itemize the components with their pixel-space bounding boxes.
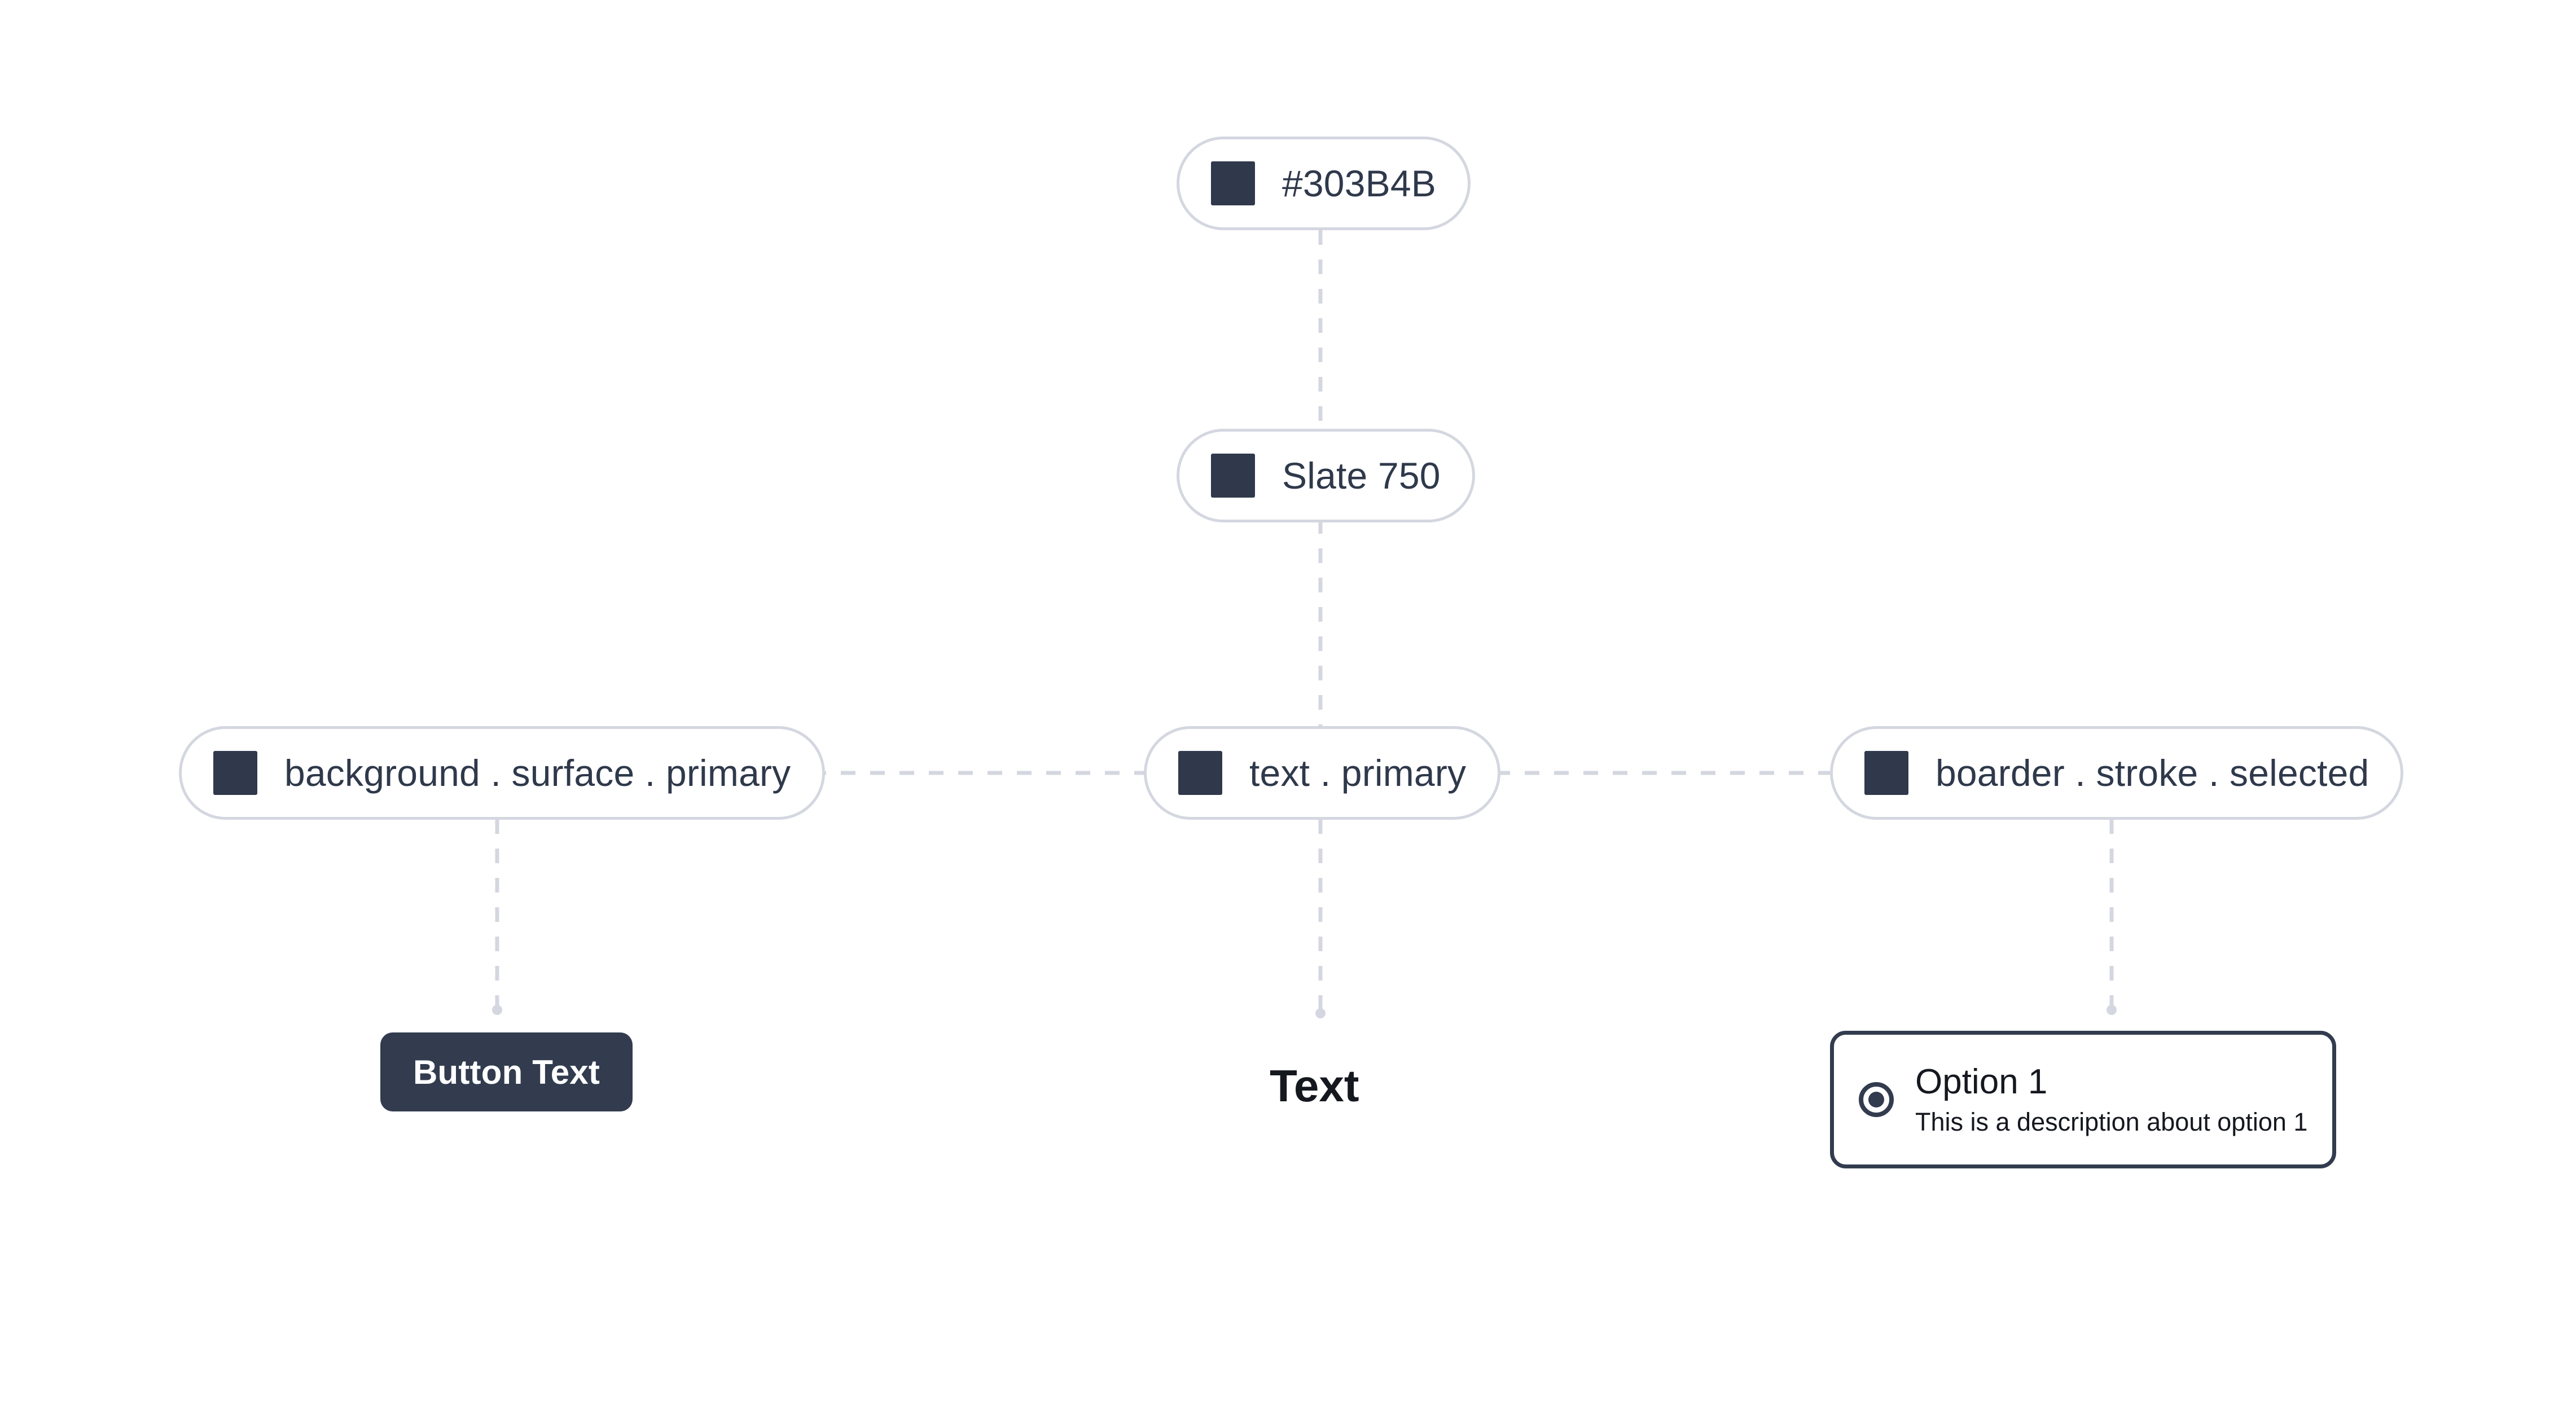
color-swatch-icon — [213, 751, 257, 795]
token-node-hex[interactable]: #303B4B — [1177, 137, 1471, 230]
radio-option-description: This is a description about option 1 — [1915, 1107, 2308, 1136]
token-node-boarder-stroke-selected[interactable]: boarder . stroke . selected — [1830, 726, 2404, 820]
sample-text-style: Text — [1270, 1061, 1359, 1111]
token-node-scale-label: Slate 750 — [1282, 455, 1441, 496]
color-swatch-icon — [1211, 454, 1255, 498]
color-swatch-icon — [1864, 751, 1908, 795]
radio-option-text-group: Option 1 This is a description about opt… — [1915, 1062, 2307, 1136]
token-node-hex-label: #303B4B — [1282, 162, 1436, 204]
sample-primary-button-label: Button Text — [413, 1053, 600, 1091]
radio-inner-dot-icon — [1868, 1092, 1884, 1107]
token-node-boarder-stroke-selected-label: boarder . stroke . selected — [1936, 752, 2369, 794]
token-node-text-primary-label: text . primary — [1249, 752, 1467, 794]
sample-radio-option-card[interactable]: Option 1 This is a description about opt… — [1830, 1031, 2337, 1168]
edge-endpoint-dot-text — [1315, 1008, 1326, 1018]
radio-option-title: Option 1 — [1915, 1062, 2048, 1102]
token-node-text-primary[interactable]: text . primary — [1144, 726, 1501, 820]
token-node-scale[interactable]: Slate 750 — [1177, 429, 1475, 522]
token-node-background-surface-primary-label: background . surface . primary — [284, 752, 791, 794]
edge-endpoint-dot-button — [492, 1005, 502, 1015]
color-swatch-icon — [1211, 161, 1255, 205]
edge-endpoint-dot-radio-card — [2107, 1005, 2117, 1015]
sample-primary-button[interactable]: Button Text — [380, 1032, 633, 1111]
token-node-background-surface-primary[interactable]: background . surface . primary — [179, 726, 826, 820]
color-swatch-icon — [1178, 751, 1222, 795]
radio-selected-icon[interactable] — [1859, 1082, 1894, 1117]
